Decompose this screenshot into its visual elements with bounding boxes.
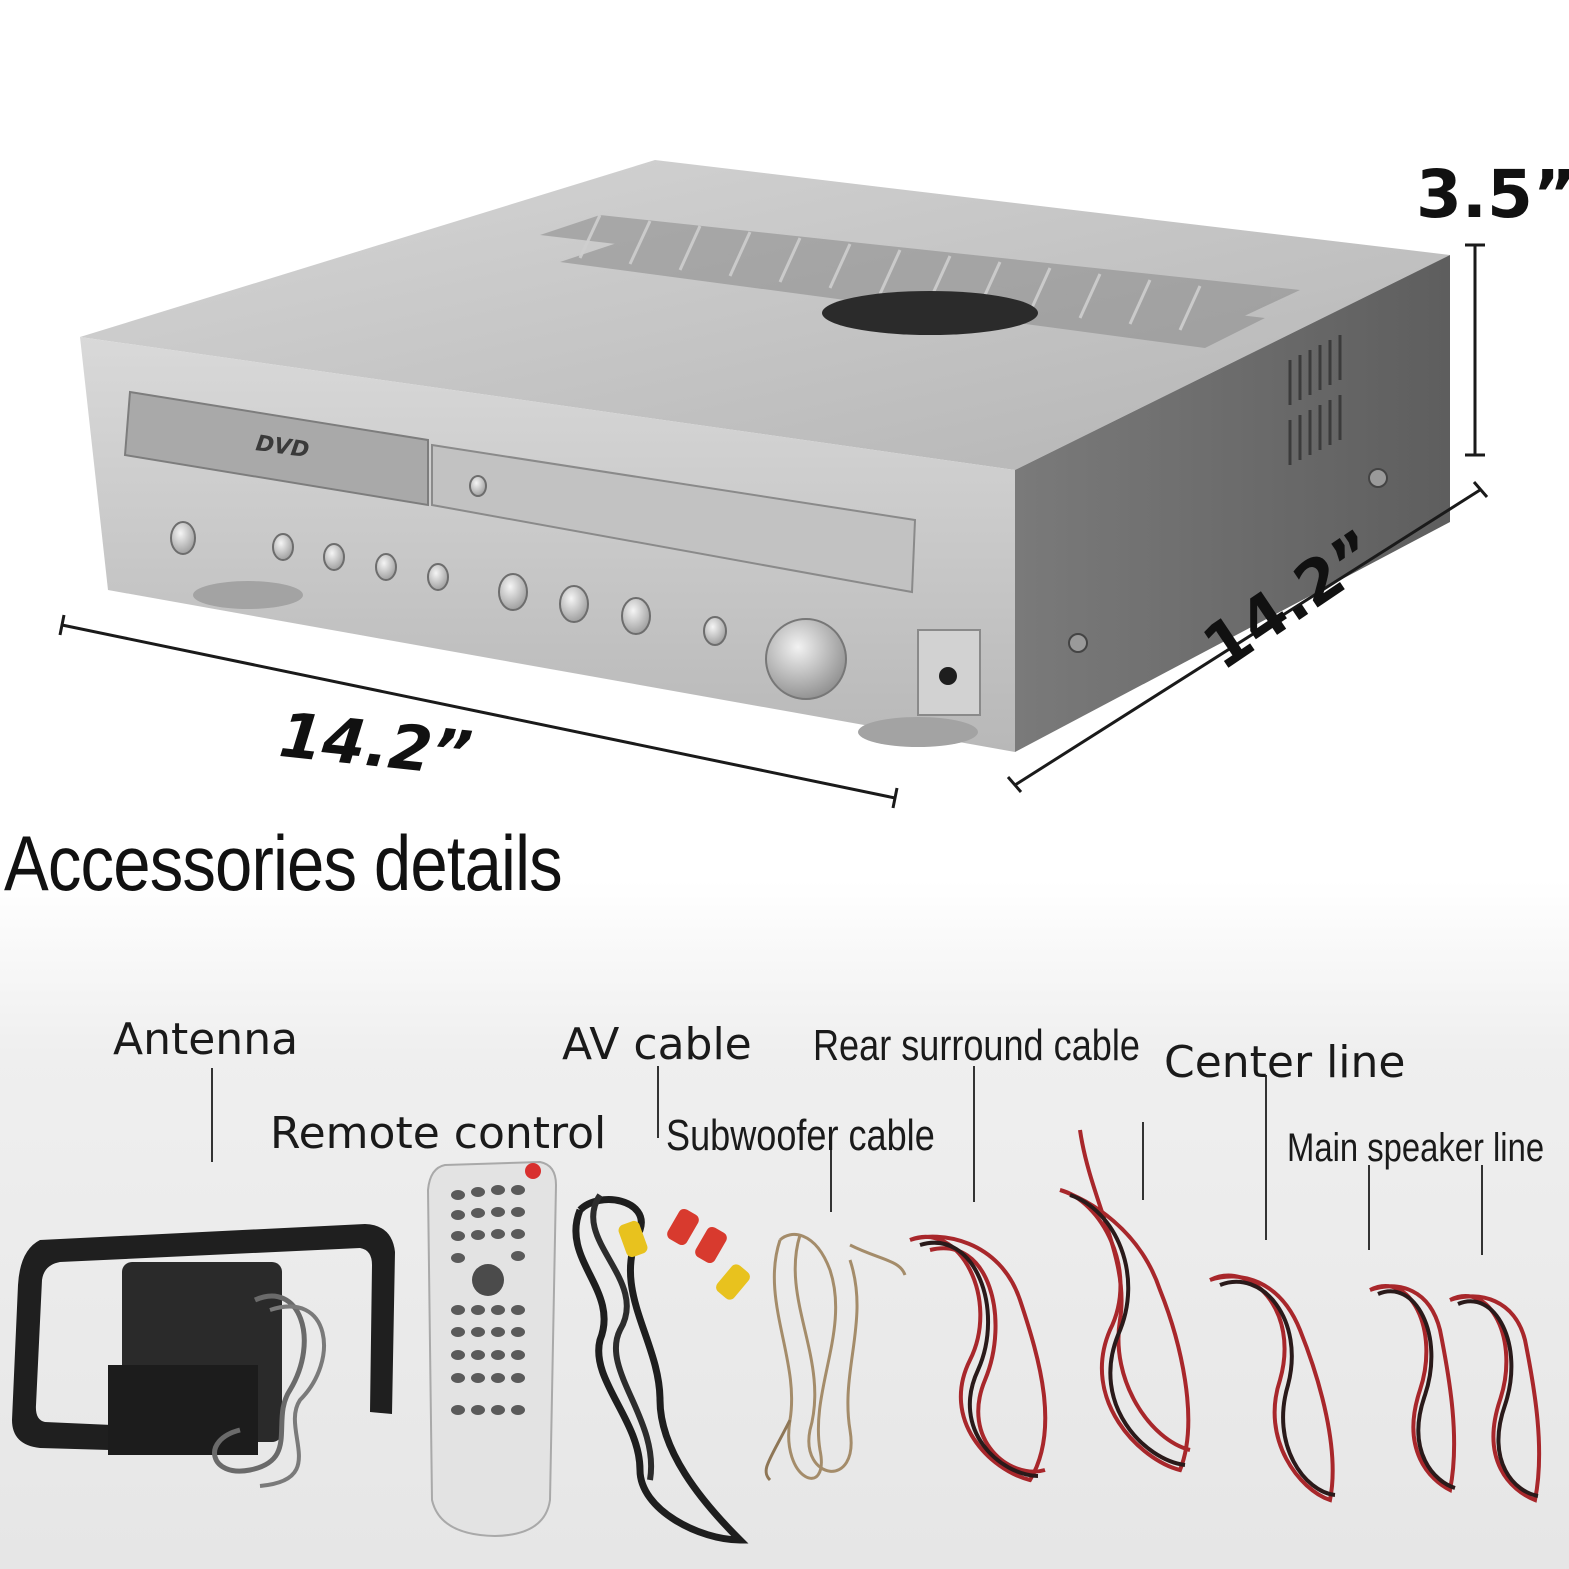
dimension-lines bbox=[58, 243, 1489, 809]
height-dimension-label: 3.5” bbox=[1416, 156, 1569, 233]
power-button bbox=[170, 521, 196, 555]
am-loop-antenna bbox=[12, 1224, 395, 1488]
side-screw-icon bbox=[1068, 633, 1088, 653]
front-button bbox=[469, 475, 487, 497]
front-button bbox=[427, 563, 449, 591]
receiver-foot bbox=[193, 581, 303, 609]
center-line-bundle bbox=[1209, 1273, 1335, 1503]
accessories-heading: Accessories details bbox=[4, 819, 563, 907]
front-button bbox=[375, 553, 397, 581]
label-main-speaker-line: Main speaker line bbox=[1287, 1126, 1545, 1170]
label-remote-control: Remote control bbox=[270, 1108, 607, 1159]
label-leader-lines bbox=[211, 1066, 1483, 1255]
label-antenna: Antenna bbox=[113, 1014, 299, 1065]
width-dimension-label: 14.2” bbox=[275, 698, 476, 791]
receiver-top-panel bbox=[80, 160, 1450, 470]
receiver-foot bbox=[858, 717, 978, 747]
label-center-line: Center line bbox=[1164, 1037, 1406, 1088]
front-button bbox=[323, 543, 345, 571]
disc-tray bbox=[123, 390, 429, 507]
speaker-wire-bundles bbox=[909, 1129, 1542, 1503]
front-button bbox=[498, 573, 528, 611]
phones-jack bbox=[939, 667, 957, 685]
rear-surround-cable-bundle-1 bbox=[909, 1234, 1048, 1483]
remote-control bbox=[426, 1160, 558, 1538]
front-button bbox=[703, 616, 727, 646]
front-button bbox=[559, 585, 589, 623]
front-button bbox=[272, 533, 294, 561]
av-cable bbox=[572, 1193, 750, 1544]
front-button bbox=[621, 597, 651, 635]
accessories-background bbox=[0, 880, 1569, 1569]
side-screw-icon bbox=[1368, 468, 1388, 488]
subwoofer-cable bbox=[764, 1233, 907, 1482]
label-av-cable: AV cable bbox=[562, 1019, 752, 1070]
main-speaker-line-bundle-2 bbox=[1449, 1294, 1542, 1503]
dvd-receiver: DVD bbox=[80, 160, 1450, 752]
top-label-plate bbox=[822, 291, 1038, 335]
volume-knob bbox=[765, 618, 847, 700]
rear-surround-cable-bundle-2 bbox=[1059, 1129, 1191, 1473]
main-speaker-line-bundle-1 bbox=[1369, 1284, 1457, 1493]
side-vent bbox=[1288, 335, 1342, 465]
display-window bbox=[431, 443, 917, 594]
label-rear-surround-cable: Rear surround cable bbox=[813, 1021, 1140, 1070]
front-buttons bbox=[170, 475, 727, 646]
label-subwoofer-cable: Subwoofer cable bbox=[666, 1111, 935, 1160]
